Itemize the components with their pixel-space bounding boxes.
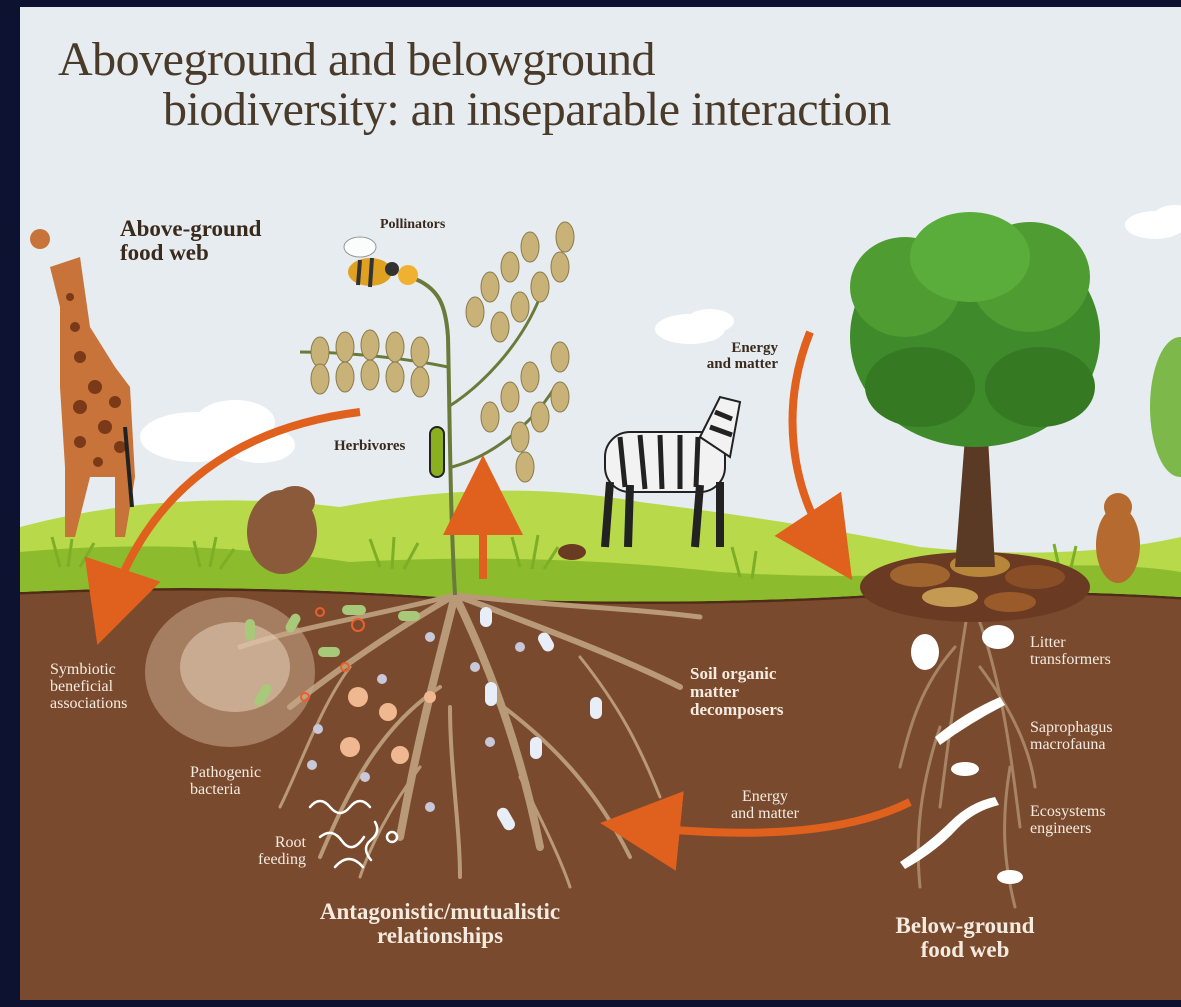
label-antagonistic: Antagonistic/mutualistic relationships	[270, 900, 610, 948]
infographic-panel: Aboveground and belowground biodiversity…	[20, 7, 1181, 1000]
mycorrhiza-core	[180, 622, 290, 712]
label-litter: Litter transformers	[1030, 635, 1111, 669]
label-below-ground-food-web: Below-ground food web	[875, 914, 1055, 962]
label-root-feeding: Root feeding	[242, 835, 306, 869]
illustration-scene	[20, 7, 1181, 1000]
title-line-2: biodiversity: an inseparable interaction	[163, 85, 891, 135]
label-above-ground-food-web: Above-ground food web	[120, 217, 261, 265]
label-symbiotic: Symbiotic beneficial associations	[50, 662, 127, 712]
label-energy-matter-top: Energy and matter	[688, 341, 778, 373]
label-pathogenic: Pathogenic bacteria	[190, 765, 261, 799]
label-soil-organic: Soil organic matter decomposers	[690, 665, 783, 719]
label-saprophagus: Saprophagus macrofauna	[1030, 720, 1113, 754]
label-pollinators: Pollinators	[380, 218, 445, 233]
label-herbivores: Herbivores	[334, 439, 405, 455]
label-energy-matter-bottom: Energy and matter	[710, 789, 820, 823]
title-line-1: Aboveground and belowground	[58, 35, 655, 85]
label-ecosystems: Ecosystems engineers	[1030, 804, 1106, 838]
